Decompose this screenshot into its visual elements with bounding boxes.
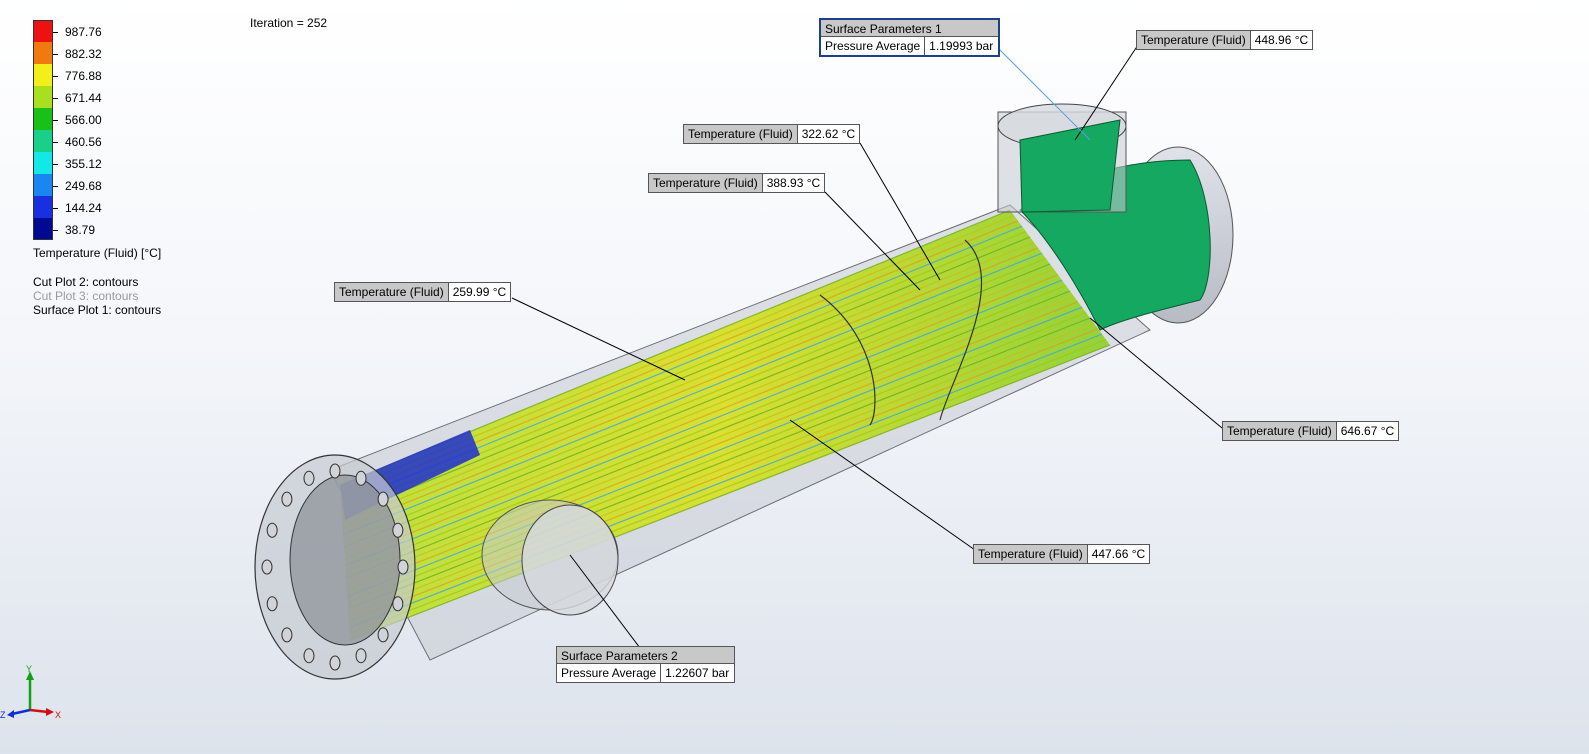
legend-label: 460.56 xyxy=(65,135,102,149)
probe-callout-6[interactable]: Temperature (Fluid) 447.66 °C xyxy=(973,544,1151,564)
z-axis-label: Z xyxy=(0,710,6,720)
surface-parameter-value: 1.19993 bar xyxy=(929,39,994,53)
legend-label: 249.68 xyxy=(65,179,102,193)
x-axis-arrow xyxy=(29,708,49,714)
legend-tick xyxy=(53,32,58,33)
legend-swatch xyxy=(33,130,53,152)
tubesheet xyxy=(289,474,401,646)
legend-label: 882.32 xyxy=(65,47,102,61)
surface-parameters-title: Surface Parameters 1 xyxy=(821,20,998,37)
x-axis-label: X xyxy=(55,710,61,720)
legend-tick xyxy=(53,208,58,209)
legend-label: 776.88 xyxy=(65,69,102,83)
y-axis-label: Y xyxy=(26,664,32,674)
legend-tick xyxy=(53,164,58,165)
legend-swatch xyxy=(33,86,53,108)
legend-tick xyxy=(53,98,58,99)
tube-lines xyxy=(339,209,1111,641)
legend-tick xyxy=(53,76,58,77)
surface-parameter-label: Pressure Average xyxy=(557,664,662,682)
legend-label: 144.24 xyxy=(65,201,102,215)
legend-tick xyxy=(53,120,58,121)
probe-callout-3[interactable]: Temperature (Fluid) 388.93 °C xyxy=(648,173,826,193)
legend-swatch xyxy=(33,152,53,174)
probe-callout-5[interactable]: Temperature (Fluid) 646.67 °C xyxy=(1222,421,1400,441)
legend-label: 671.44 xyxy=(65,91,102,105)
legend-tick xyxy=(53,230,58,231)
surface-parameter-value: 1.22607 bar xyxy=(665,666,730,680)
legend-tick xyxy=(53,142,58,143)
plot-list-item-cut-plot-3[interactable]: Cut Plot 3: contours xyxy=(33,289,139,303)
probe-value: 447.66 °C xyxy=(1087,545,1150,563)
legend-title: Temperature (Fluid) [°C] xyxy=(33,246,162,260)
legend-label: 355.12 xyxy=(65,157,102,171)
temperature-legend: 987.76 882.32 776.88 671.44 566.00 460.56 355.… xyxy=(33,20,203,250)
probe-value: 388.93 °C xyxy=(762,174,825,192)
iteration-readout: Iteration = 252 xyxy=(250,16,328,30)
probe-value: 448.96 °C xyxy=(1250,31,1313,49)
flange-bolt-holes xyxy=(261,463,409,671)
probe-value: 322.62 °C xyxy=(797,125,860,143)
z-axis-arrow xyxy=(11,708,31,716)
probe-label: Temperature (Fluid) xyxy=(974,545,1088,563)
probe-value: 259.99 °C xyxy=(448,283,511,301)
legend-swatch xyxy=(33,42,53,64)
baffle-1 xyxy=(819,294,876,426)
legend-tick xyxy=(53,54,58,55)
probe-label: Temperature (Fluid) xyxy=(335,283,449,301)
legend-label: 38.79 xyxy=(65,223,96,237)
legend-swatch xyxy=(33,108,53,130)
probe-label: Temperature (Fluid) xyxy=(649,174,763,192)
probe-value: 646.67 °C xyxy=(1336,422,1399,440)
probe-label: Temperature (Fluid) xyxy=(1137,31,1251,49)
axis-triad: Y X Z xyxy=(0,664,61,720)
legend-label: 566.00 xyxy=(65,113,102,127)
bottom-nozzle-opening xyxy=(521,504,619,616)
probe-label: Temperature (Fluid) xyxy=(1223,422,1337,440)
probe-callout-4[interactable]: Temperature (Fluid) 259.99 °C xyxy=(334,282,512,302)
surface-parameters-1-callout[interactable]: Surface Parameters 1 Pressure Average 1.… xyxy=(819,18,1000,57)
plot-list-item-surface-plot-1[interactable]: Surface Plot 1: contours xyxy=(33,303,162,317)
legend-swatch xyxy=(33,174,53,196)
surface-parameter-label: Pressure Average xyxy=(821,37,926,55)
surface-parameters-2-callout[interactable]: Surface Parameters 2 Pressure Average 1.… xyxy=(556,646,735,683)
surface-parameters-title: Surface Parameters 2 xyxy=(557,647,734,664)
legend-tick xyxy=(53,186,58,187)
baffle-2 xyxy=(939,239,983,421)
plot-list-item-cut-plot-2[interactable]: Cut Plot 2: contours xyxy=(33,275,139,289)
probe-callout-1[interactable]: Temperature (Fluid) 448.96 °C xyxy=(1136,30,1314,50)
legend-swatch xyxy=(33,218,53,240)
legend-swatch xyxy=(33,20,53,42)
legend-label: 987.76 xyxy=(65,25,102,39)
legend-swatch xyxy=(33,196,53,218)
probe-label: Temperature (Fluid) xyxy=(684,125,798,143)
probe-callout-2[interactable]: Temperature (Fluid) 322.62 °C xyxy=(683,124,861,144)
legend-swatch xyxy=(33,64,53,86)
